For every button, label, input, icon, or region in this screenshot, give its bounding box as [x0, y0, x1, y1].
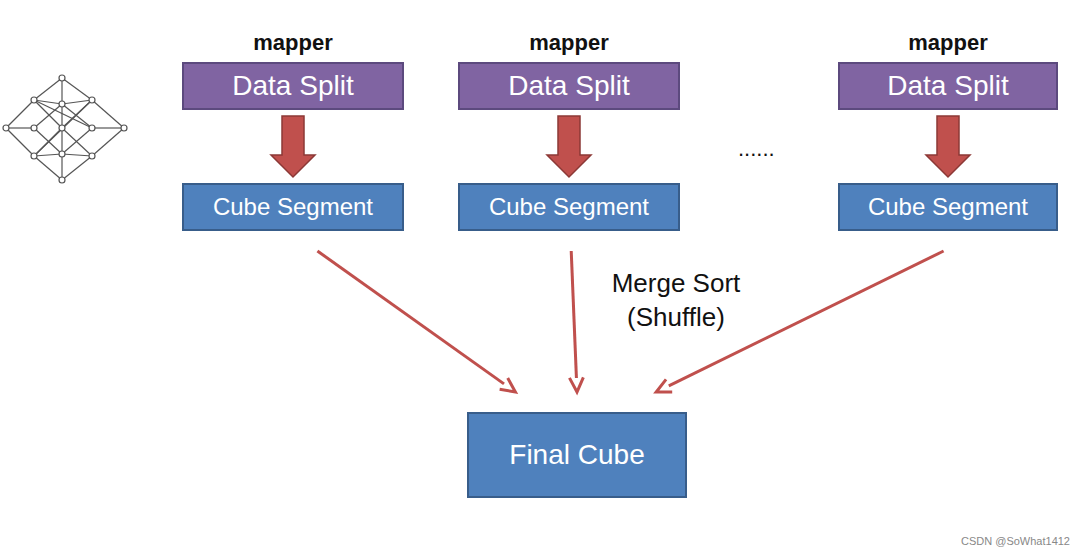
cube-segment-node: Cube Segment [838, 183, 1058, 231]
cube-segment-node: Cube Segment [458, 183, 680, 231]
final-cube-box: Final Cube [467, 412, 687, 498]
box-text: Data Split [508, 70, 629, 102]
mapper-heading: mapper [182, 28, 404, 62]
cube-segment-box: Cube Segment [838, 183, 1058, 231]
edge-label: Merge Sort (Shuffle) [591, 266, 761, 334]
cube-segment-node: Cube Segment [182, 183, 404, 231]
box-text: Cube Segment [213, 193, 373, 221]
data-split-box: Data Split [838, 62, 1058, 110]
mapper-node: mapperData Split [458, 28, 680, 110]
box-text: Data Split [887, 70, 1008, 102]
data-split-box: Data Split [458, 62, 680, 110]
block-arrow [926, 116, 970, 177]
box-text: Data Split [232, 70, 353, 102]
cube-segment-box: Cube Segment [458, 183, 680, 231]
watermark: CSDN @SoWhat1412 [961, 535, 1070, 547]
ellipsis-label: ...... [738, 136, 775, 162]
block-arrow [547, 116, 591, 177]
mapper-node: mapperData Split [838, 28, 1058, 110]
lattice-cube-icon [6, 78, 124, 180]
box-text: Cube Segment [868, 193, 1028, 221]
mapper-heading: mapper [458, 28, 680, 62]
final-cube-node: Final Cube [467, 412, 687, 498]
lattice-vertices [3, 75, 127, 183]
box-text: Cube Segment [489, 193, 649, 221]
cube-segment-box: Cube Segment [182, 183, 404, 231]
box-text: Final Cube [509, 439, 644, 471]
block-arrow [271, 116, 315, 177]
data-split-box: Data Split [182, 62, 404, 110]
mapper-node: mapperData Split [182, 28, 404, 110]
merge-arrow [317, 251, 515, 392]
mapper-heading: mapper [838, 28, 1058, 62]
merge-arrow [569, 251, 583, 392]
